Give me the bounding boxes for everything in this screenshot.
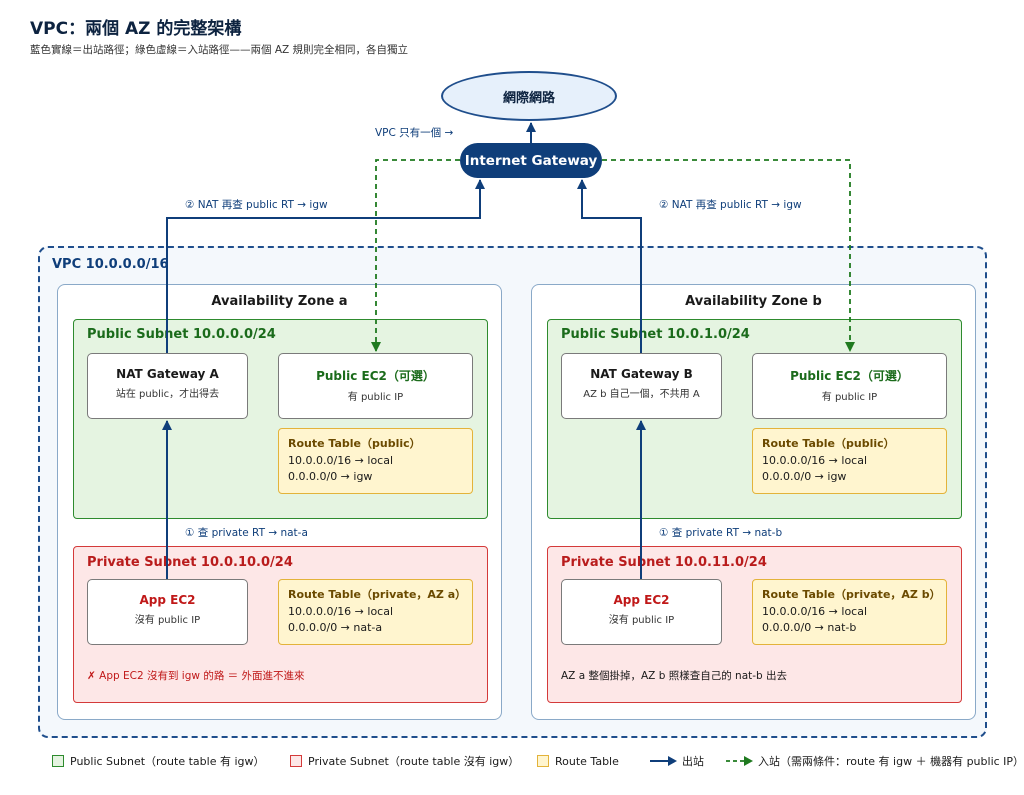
legend-private: Private Subnet（route table 沒有 igw） — [290, 752, 519, 770]
diagram-title: VPC：兩個 AZ 的完整架構 — [30, 19, 242, 39]
legend-out-label: 出站 — [682, 755, 704, 768]
legend-out-arrow-icon — [650, 756, 677, 766]
vpc-label: VPC 10.0.0.0/16 — [52, 257, 169, 272]
legend-in: 入站（需兩條件：route 有 igw ＋ 機器有 public IP） — [726, 752, 1024, 770]
inbound-to-public-ec2-b-arrow — [602, 159, 855, 352]
nat-gateway-b-title: NAT Gateway B — [590, 367, 693, 381]
app-ec2-a-title: App EC2 — [139, 593, 196, 607]
az-a-title: Availability Zone a — [211, 294, 348, 309]
legend-public-swatch — [52, 755, 64, 767]
app-ec2-b-title: App EC2 — [613, 593, 670, 607]
nat-gateway-b: NAT Gateway B AZ b 自己一個，不共用 A — [561, 353, 722, 419]
route-table-row: 0.0.0.0/0 → nat-a — [288, 621, 383, 634]
diagram-subtitle: 藍色實線＝出站路徑；綠色虛線＝入站路徑——兩個 AZ 規則完全相同，各自獨立 — [30, 44, 409, 56]
igw-note: VPC 只有一個 → — [375, 127, 454, 139]
route-table-public-b: Route Table（public） 10.0.0.0/16 → local … — [752, 428, 947, 494]
internet-cloud: 網際網路 — [441, 71, 617, 121]
app-ec2-a-sub: 沒有 public IP — [134, 615, 201, 626]
route-table-row: 10.0.0.0/16 → local — [288, 454, 394, 467]
internet-label: 網際網路 — [502, 90, 555, 106]
route-table-private-b-title: Route Table（private，AZ b） — [762, 588, 941, 601]
az-b-title: Availability Zone b — [685, 294, 822, 309]
az-a-private-subnet-label: Private Subnet 10.0.10.0/24 — [87, 555, 293, 570]
public-ec2-b-sub: 有 public IP — [821, 392, 878, 403]
route-table-row: 10.0.0.0/16 → local — [288, 605, 394, 618]
nat-gateway-a-title: NAT Gateway A — [116, 367, 219, 381]
legend-public: Public Subnet（route table 有 igw） — [52, 752, 265, 770]
public-ec2-b-title: Public EC2（可選） — [790, 369, 909, 383]
inbound-to-public-ec2-a-arrow — [371, 159, 460, 352]
az-b-private-subnet-label: Private Subnet 10.0.11.0/24 — [561, 555, 767, 570]
legend-private-swatch — [290, 755, 302, 767]
route-table-private-a-title: Route Table（private，AZ a） — [288, 588, 467, 601]
route-table-public-a: Route Table（public） 10.0.0.0/16 → local … — [278, 428, 473, 494]
app-ec2-a: App EC2 沒有 public IP — [87, 579, 248, 645]
legend-rt-swatch — [537, 755, 549, 767]
route-table-public-b-title: Route Table（public） — [762, 437, 895, 450]
az-b-step1-label: ① 查 private RT → nat-b — [659, 527, 783, 539]
route-table-row: 0.0.0.0/0 → igw — [288, 470, 373, 483]
internet-gateway-label: Internet Gateway — [464, 152, 598, 169]
nat-gateway-a-sub: 站在 public，才出得去 — [115, 389, 220, 400]
legend-in-label: 入站（需兩條件：route 有 igw ＋ 機器有 public IP） — [758, 755, 1024, 768]
legend-rt-label: Route Table — [555, 754, 619, 768]
az-a-nat-to-igw-arrow — [166, 179, 485, 353]
legend-rt: Route Table — [537, 752, 619, 770]
route-table-row: 0.0.0.0/0 → igw — [762, 470, 847, 483]
legend-public-label: Public Subnet（route table 有 igw） — [70, 755, 265, 768]
public-ec2-a-title: Public EC2（可選） — [316, 369, 435, 383]
internet-gateway: Internet Gateway — [460, 143, 602, 178]
public-ec2-a: Public EC2（可選） 有 public IP — [278, 353, 473, 419]
az-a-footnote: ✗ App EC2 沒有到 igw 的路 ＝ 外面進不進來 — [87, 670, 305, 682]
az-b-footnote: AZ a 整個掛掉，AZ b 照樣查自己的 nat-b 出去 — [561, 670, 788, 682]
legend-private-label: Private Subnet（route table 沒有 igw） — [308, 755, 520, 768]
az-b-step2-label: ② NAT 再查 public RT → igw — [659, 199, 802, 211]
route-table-private-a: Route Table（private，AZ a） 10.0.0.0/16 → … — [278, 579, 473, 645]
public-ec2-a-sub: 有 public IP — [347, 392, 404, 403]
app-ec2-b: App EC2 沒有 public IP — [561, 579, 722, 645]
route-table-row: 10.0.0.0/16 → local — [762, 454, 868, 467]
app-ec2-b-sub: 沒有 public IP — [608, 615, 675, 626]
legend-out: 出站 — [650, 752, 704, 770]
route-table-private-b: Route Table（private，AZ b） 10.0.0.0/16 → … — [752, 579, 947, 645]
az-a-public-subnet-label: Public Subnet 10.0.0.0/24 — [87, 327, 276, 342]
nat-gateway-a: NAT Gateway A 站在 public，才出得去 — [87, 353, 248, 419]
route-table-public-a-title: Route Table（public） — [288, 437, 421, 450]
az-a-step2-label: ② NAT 再查 public RT → igw — [185, 199, 328, 211]
nat-gateway-b-sub: AZ b 自己一個，不共用 A — [583, 389, 700, 400]
route-table-row: 10.0.0.0/16 → local — [762, 605, 868, 618]
az-b-public-subnet-label: Public Subnet 10.0.1.0/24 — [561, 327, 750, 342]
route-table-row: 0.0.0.0/0 → nat-b — [762, 621, 857, 634]
legend-in-arrow-icon — [726, 756, 753, 766]
az-a-step1-label: ① 查 private RT → nat-a — [185, 527, 308, 539]
az-b-nat-to-igw-arrow — [577, 179, 642, 353]
public-ec2-b: Public EC2（可選） 有 public IP — [752, 353, 947, 419]
